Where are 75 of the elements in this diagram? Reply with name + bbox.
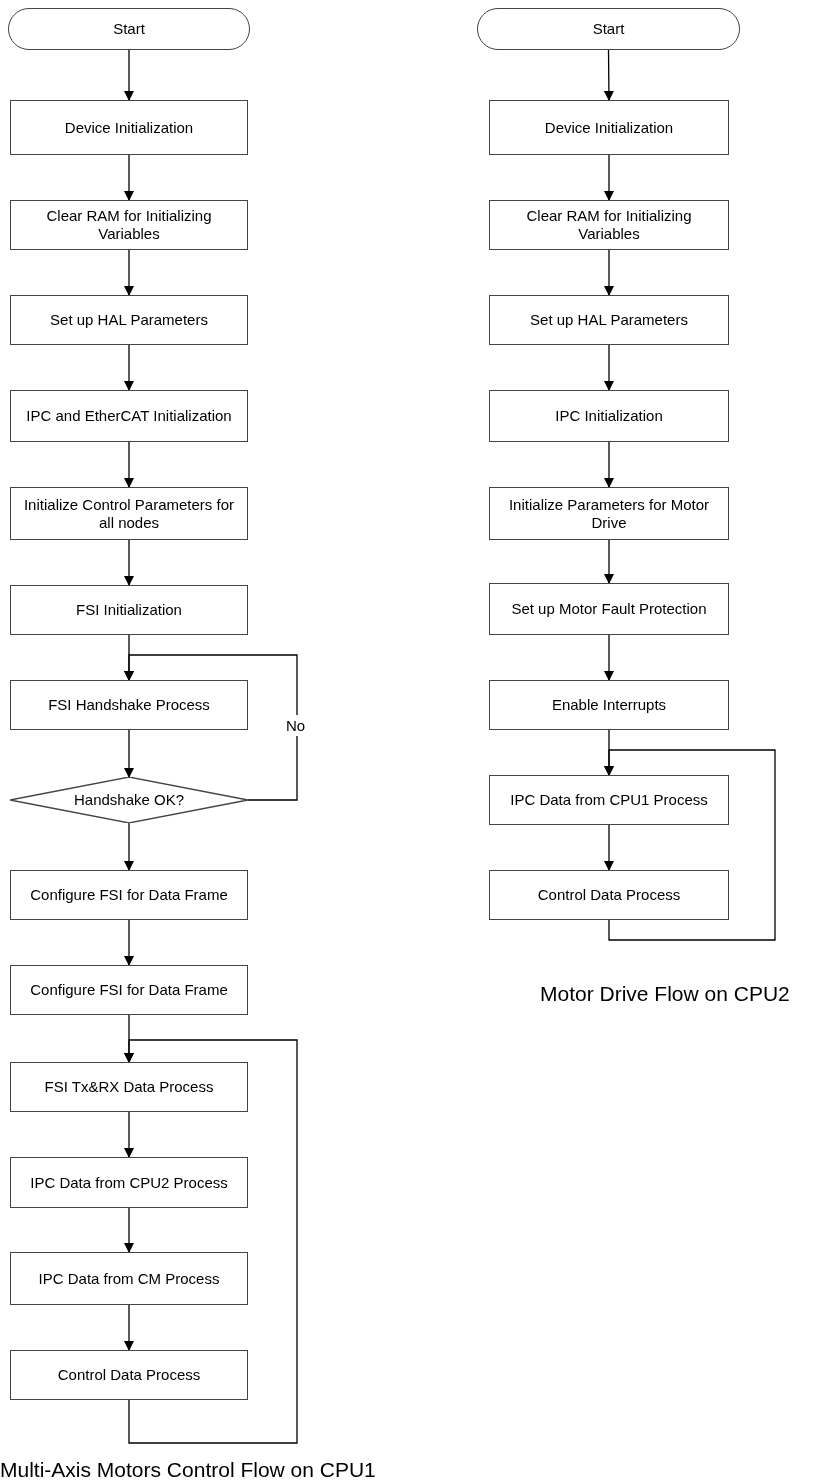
node-label: IPC Data from CPU1 Process	[509, 791, 709, 809]
node-label: Start	[112, 20, 146, 38]
process-box	[489, 487, 729, 540]
arrow	[124, 654, 298, 801]
node-label: IPC Initialization	[554, 407, 664, 425]
node-label: Clear RAM for Initializing Variables	[525, 207, 693, 243]
node-label: Device Initialization	[543, 118, 675, 137]
edge-label: No	[286, 715, 306, 736]
node-label: Configure FSI for Data Frame	[29, 981, 229, 999]
process-box	[10, 1252, 248, 1305]
arrow	[124, 1039, 298, 1444]
node-label: Configure FSI for Data Frame	[29, 886, 229, 904]
node-label: Enable Interrupts	[550, 696, 668, 714]
arrow	[124, 1304, 134, 1351]
node-label: FSI Tx&RX Data Process	[43, 1078, 215, 1096]
node-label: Initialize Control Parameters for all nodes	[22, 495, 236, 532]
arrow	[604, 344, 614, 391]
process-box	[10, 487, 248, 540]
arrow	[604, 249, 614, 296]
arrow	[604, 441, 614, 488]
arrow	[124, 249, 134, 296]
process-box	[10, 200, 248, 250]
arrow	[604, 749, 776, 941]
node-label: Control Data Process	[536, 886, 682, 904]
node-label: Device Initialization	[63, 118, 195, 137]
process-box	[10, 295, 248, 345]
node-label: FSI Initialization	[75, 601, 183, 619]
arrow	[124, 441, 134, 488]
node-label: IPC Data from CM Process	[37, 1269, 221, 1288]
node-label: IPC Data from CPU2 Process	[29, 1173, 229, 1192]
arrow	[603, 49, 614, 101]
process-box	[489, 295, 729, 345]
process-box	[489, 200, 729, 250]
process-box	[489, 870, 729, 920]
arrow	[124, 49, 134, 101]
terminal-box	[477, 8, 740, 50]
arrow	[604, 824, 614, 871]
process-box	[10, 1350, 248, 1400]
process-box	[10, 1157, 248, 1208]
node-label: Handshake OK?	[72, 791, 186, 809]
node-label: Set up HAL Parameters	[529, 311, 689, 329]
terminal-box	[8, 8, 250, 50]
arrow	[124, 729, 134, 778]
arrow	[124, 344, 134, 391]
process-box	[489, 390, 729, 442]
process-box	[489, 680, 729, 730]
process-box	[489, 100, 729, 155]
node-label: Set up HAL Parameters	[49, 311, 209, 329]
process-box	[10, 585, 248, 635]
process-box	[10, 870, 248, 920]
node-label: Clear RAM for Initializing Variables	[45, 207, 213, 243]
node-label: FSI Handshake Process	[47, 696, 211, 714]
arrow	[124, 822, 134, 871]
node-label: IPC and EtherCAT Initialization	[25, 407, 233, 425]
node-label: Control Data Process	[56, 1366, 202, 1384]
arrow	[124, 919, 134, 966]
process-box	[10, 390, 248, 442]
process-box	[10, 100, 248, 155]
arrow	[124, 154, 134, 201]
process-box	[489, 583, 729, 635]
arrow	[604, 154, 614, 201]
flow-caption: Motor Drive Flow on CPU2	[540, 982, 790, 1006]
process-box	[10, 965, 248, 1015]
flow-caption: Multi-Axis Motors Control Flow on CPU1	[0, 1458, 376, 1482]
arrow	[124, 1111, 134, 1158]
arrow	[604, 539, 614, 584]
arrow	[124, 539, 134, 586]
node-label: Set up Motor Fault Protection	[510, 600, 708, 618]
process-box	[10, 680, 248, 730]
process-box	[489, 775, 729, 825]
arrow	[124, 1207, 134, 1253]
node-label: Start	[591, 20, 626, 38]
process-box	[10, 1062, 248, 1112]
node-label: Initialize Parameters for Motor Drive	[507, 495, 711, 532]
arrow	[604, 634, 614, 681]
